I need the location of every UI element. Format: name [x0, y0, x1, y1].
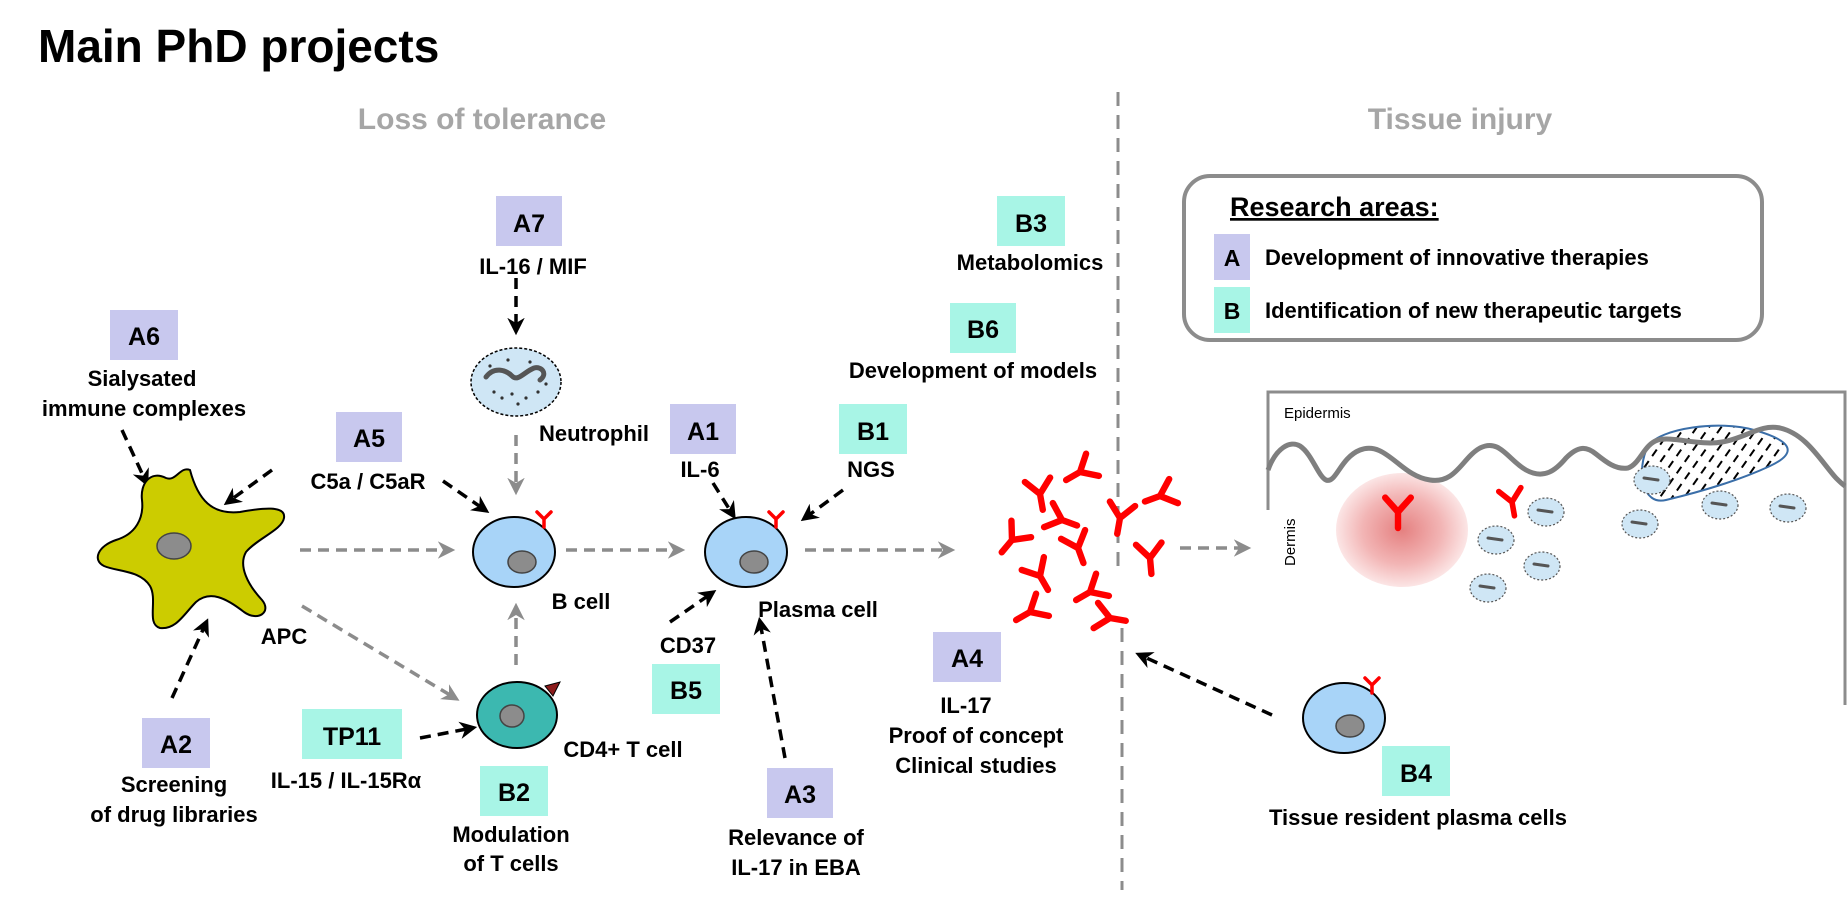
dermo-epidermal-junction — [1265, 424, 1847, 489]
legend-text-b: Identification of new therapeutic target… — [1265, 298, 1682, 323]
legend-swatch-a — [1214, 234, 1250, 280]
svg-text:B1: B1 — [857, 418, 889, 446]
project-tp11: TP11 IL-15 / IL-15Rα — [271, 709, 422, 793]
svg-text:B2: B2 — [498, 779, 530, 807]
project-tp11-desc: IL-15 / IL-15Rα — [271, 768, 422, 793]
dermis-label: Dermis — [1282, 519, 1299, 567]
project-b4: B4 Tissue resident plasma cells — [1269, 746, 1567, 830]
research-areas-legend: Research areas: A Development of innovat… — [1182, 174, 1764, 342]
neutrophil-cell — [470, 347, 562, 417]
tissue-panel: Epidermis Dermis — [1265, 390, 1847, 705]
section-heading-left: Loss of tolerance — [358, 103, 606, 136]
arrow-b1 — [800, 488, 845, 522]
legend-code-b: B — [1224, 298, 1241, 324]
arrow-b5 — [669, 590, 717, 624]
plasma-cell — [704, 510, 788, 588]
project-a2-desc-2: of drug libraries — [90, 802, 257, 827]
project-b2-desc-2: of T cells — [463, 851, 558, 876]
tissue-neutrophil-nuclei — [1478, 476, 1796, 590]
project-b1: B1 NGS — [839, 404, 907, 482]
arrow-apc-upper — [223, 468, 274, 506]
project-a1-desc: IL-6 — [680, 457, 719, 482]
project-b5: B5 CD37 — [652, 633, 720, 714]
apc-label: APC — [261, 624, 308, 649]
project-a2: A2 Screening of drug libraries — [90, 718, 258, 827]
project-b1-desc: NGS — [847, 457, 895, 482]
page-title: Main PhD projects — [38, 20, 439, 72]
svg-text:A5: A5 — [353, 425, 385, 453]
section-heading-right: Tissue injury — [1368, 103, 1553, 136]
svg-text:B3: B3 — [1015, 210, 1047, 238]
arrow-b4 — [1135, 652, 1273, 717]
neutrophil-label: Neutrophil — [539, 421, 649, 446]
project-a7-desc: IL-16 / MIF — [479, 254, 587, 279]
project-a4: A4 IL-17 Proof of concept Clinical studi… — [889, 632, 1064, 778]
svg-text:B6: B6 — [967, 316, 999, 344]
project-a6-desc-1: Sialysated — [88, 366, 197, 391]
arrow-a1 — [711, 482, 736, 520]
svg-text:A1: A1 — [687, 418, 719, 446]
project-a7: A7 IL-16 / MIF — [479, 196, 587, 279]
legend-swatch-b — [1214, 287, 1250, 333]
svg-text:A4: A4 — [951, 645, 983, 673]
project-a5: A5 C5a / C5aR — [311, 412, 426, 494]
legend-text-a: Development of innovative therapies — [1265, 245, 1649, 270]
project-a2-desc-1: Screening — [121, 772, 227, 797]
epidermis-label: Epidermis — [1284, 405, 1351, 422]
svg-text:TP11: TP11 — [323, 723, 381, 751]
inflammation-area — [1336, 473, 1468, 587]
project-b3: B3 Metabolomics — [957, 196, 1104, 275]
project-b4-desc: Tissue resident plasma cells — [1269, 805, 1567, 830]
t-cell-label: CD4+ T cell — [563, 737, 682, 762]
project-a5-desc: C5a / C5aR — [311, 469, 426, 494]
svg-text:A2: A2 — [160, 731, 192, 759]
tissue-neutrophils — [1469, 465, 1807, 603]
project-a3-desc-2: IL-17 in EBA — [731, 855, 861, 880]
project-a4-desc-2: Proof of concept — [889, 723, 1064, 748]
project-a1: A1 IL-6 — [670, 404, 736, 482]
svg-text:A6: A6 — [128, 323, 160, 351]
b-cell — [472, 510, 556, 588]
apc-cell — [96, 468, 286, 630]
tissue-resident-plasma-cell — [1302, 676, 1386, 754]
plasma-cell-label: Plasma cell — [758, 597, 878, 622]
svg-text:B5: B5 — [670, 677, 702, 705]
b-cell-label: B cell — [552, 589, 611, 614]
project-a6-desc-2: immune complexes — [42, 396, 246, 421]
svg-text:B4: B4 — [1400, 760, 1432, 788]
arrow-a2 — [170, 618, 209, 699]
project-b6-desc: Development of models — [849, 358, 1097, 383]
arrow-tp11 — [419, 721, 478, 740]
project-b3-desc: Metabolomics — [957, 250, 1104, 275]
arrow-a6 — [120, 429, 149, 487]
arrow-a3 — [753, 616, 787, 759]
legend-code-a: A — [1224, 245, 1241, 271]
arrow-a5 — [442, 479, 490, 513]
blister-area — [1641, 424, 1789, 502]
t-cell — [476, 681, 561, 749]
svg-text:A7: A7 — [513, 210, 545, 238]
arrow-apc-to-tcell — [301, 604, 460, 701]
autoantibodies — [998, 450, 1182, 632]
project-a4-desc-3: Clinical studies — [895, 753, 1056, 778]
project-a4-desc-1: IL-17 — [940, 693, 991, 718]
legend-title: Research areas: — [1230, 192, 1439, 222]
project-b2: B2 Modulation of T cells — [452, 766, 570, 876]
svg-text:A3: A3 — [784, 781, 816, 809]
project-b6: B6 Development of models — [849, 303, 1097, 383]
project-a3: A3 Relevance of IL-17 in EBA — [728, 768, 865, 880]
project-a6: A6 Sialysated immune complexes — [42, 310, 246, 421]
project-a3-desc-1: Relevance of — [728, 825, 864, 850]
flow-arrows — [120, 278, 1273, 759]
project-b2-desc-1: Modulation — [452, 822, 569, 847]
project-b5-desc: CD37 — [660, 633, 716, 658]
